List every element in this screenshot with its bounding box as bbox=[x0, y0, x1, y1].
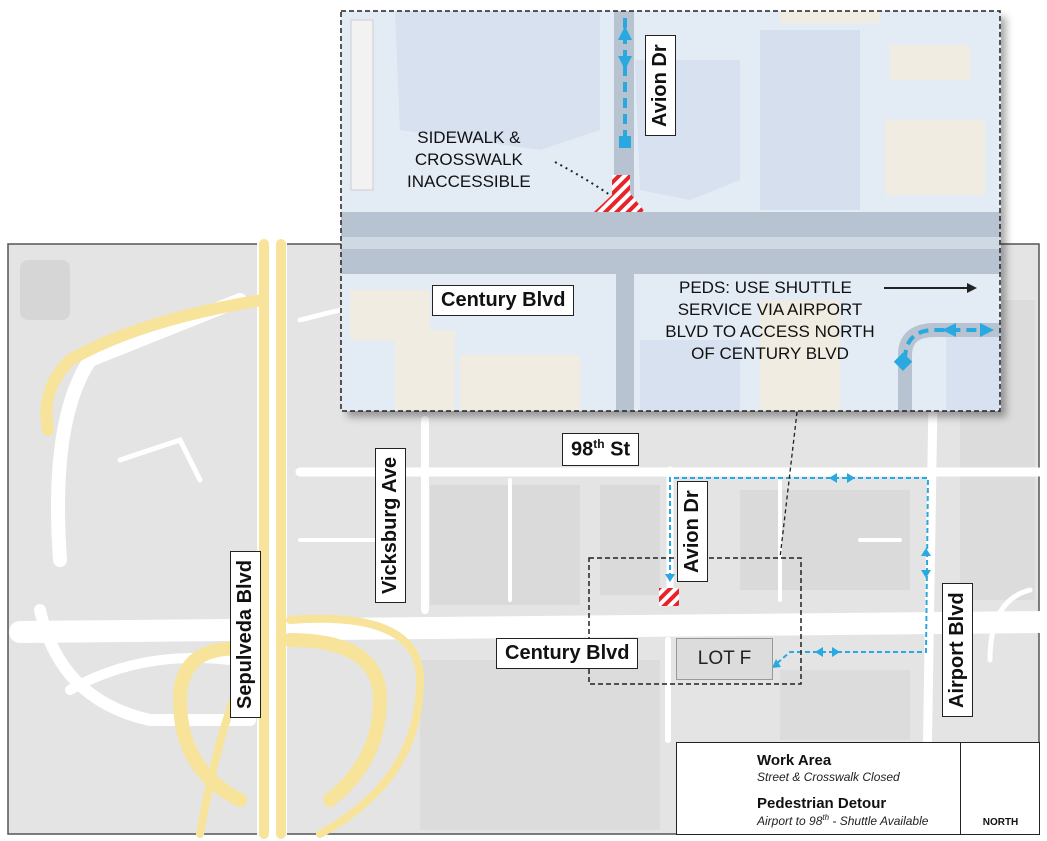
legend-detour-sub: Airport to 98th - Shuttle Available bbox=[757, 813, 928, 828]
shuttle-note-line: OF CENTURY BLVD bbox=[691, 344, 849, 363]
shuttle-note-line: BLVD TO ACCESS NORTH bbox=[665, 322, 875, 341]
street-label-avion-inset: Avion Dr bbox=[645, 35, 676, 136]
work-area-hatch-icon bbox=[594, 175, 645, 212]
street-98-number: 98 bbox=[571, 438, 594, 461]
shuttle-note-line: SERVICE VIA AIRPORT bbox=[677, 300, 863, 319]
street-label-airport: Airport Blvd bbox=[942, 583, 973, 717]
north-arrow-cell: NORTH bbox=[960, 743, 1040, 834]
legend-detour-sub-sup: th bbox=[822, 813, 830, 822]
legend-work-area-title: Work Area bbox=[757, 752, 832, 769]
street-label-sepulveda: Sepulveda Blvd bbox=[230, 551, 261, 718]
map-legend: Work Area Street & Crosswalk Closed Pede… bbox=[676, 742, 1040, 835]
shuttle-note-line: PEDS: USE SHUTTLE bbox=[679, 278, 852, 297]
street-label-98th: 98th St bbox=[562, 433, 640, 466]
street-label-century-inset: Century Blvd bbox=[432, 285, 575, 316]
north-label: NORTH bbox=[982, 817, 1019, 828]
inset-map-content bbox=[341, 11, 1001, 411]
closure-note: SIDEWALK & CROSSWALK INACCESSIBLE bbox=[407, 127, 531, 193]
closure-note-line: CROSSWALK bbox=[414, 150, 523, 169]
closure-note-line: INACCESSIBLE bbox=[407, 172, 531, 191]
legend-work-area-sub: Street & Crosswalk Closed bbox=[757, 770, 900, 784]
work-area-hatch-icon bbox=[659, 588, 679, 606]
closure-note-line: SIDEWALK & bbox=[417, 128, 521, 147]
legend-detour-sub-a: Airport to 98 bbox=[757, 814, 823, 828]
lot-f-label: LOT F bbox=[676, 638, 773, 680]
street-98-rest: St bbox=[604, 438, 631, 461]
legend-detour-title: Pedestrian Detour bbox=[757, 795, 887, 812]
detour-arrow-icon bbox=[665, 473, 931, 668]
legend-detour-sub-b: - Shuttle Available bbox=[829, 814, 929, 828]
inset-frame bbox=[340, 10, 1001, 412]
shuttle-note: PEDS: USE SHUTTLE SERVICE VIA AIRPORT BL… bbox=[655, 277, 885, 365]
detour-arrow-icon bbox=[618, 26, 632, 40]
pedestrian-detour-route bbox=[669, 477, 930, 666]
street-label-avion: Avion Dr bbox=[677, 481, 708, 582]
street-label-vicksburg: Vicksburg Ave bbox=[375, 447, 406, 603]
street-98-suffix: th bbox=[593, 437, 605, 451]
street-label-century: Century Blvd bbox=[496, 638, 639, 669]
